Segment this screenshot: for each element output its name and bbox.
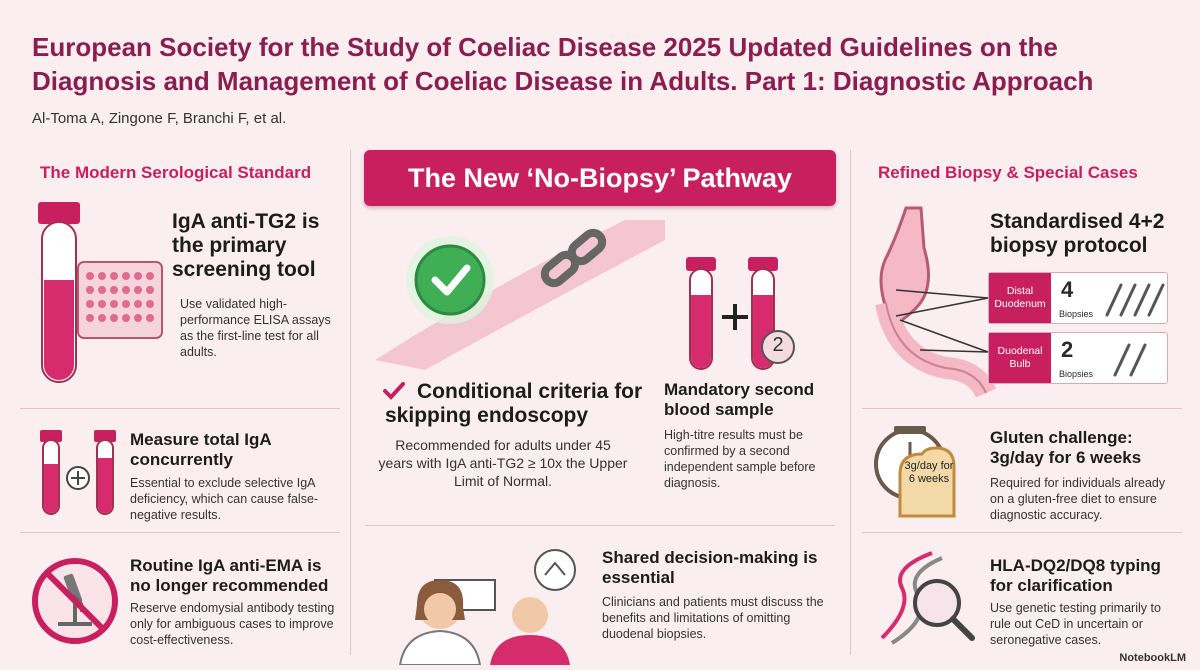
right-r2-title: Gluten challenge: 3g/day for 6 weeks	[990, 428, 1142, 467]
clock-bread-icon	[874, 426, 956, 518]
page-title: European Society for the Study of Coelia…	[32, 32, 1094, 96]
bread-label: 3g/day for 6 weeks	[904, 460, 954, 485]
doctor-patient-discussion-icon	[398, 549, 576, 665]
left-column-heading: The Modern Serological Standard	[40, 163, 312, 182]
biopsy-box-bulb: Duodenal Bulb 2 Biopsies	[988, 332, 1168, 384]
divider-right-2	[862, 532, 1182, 533]
left-s1-title: IgA anti-TG2 is the primary screening to…	[172, 210, 320, 281]
left-s3-title: Routine IgA anti-EMA is no longer recomm…	[130, 556, 329, 595]
biopsy-pointer-lines	[895, 289, 989, 353]
left-s2-body: Essential to exclude selective IgA defic…	[130, 476, 319, 522]
dna-magnifier-icon	[880, 551, 975, 645]
biopsy-needles-icon	[1105, 283, 1165, 317]
no-biopsy-banner: The New ‘No-Biopsy’ Pathway	[364, 150, 836, 206]
divider-left-2	[20, 532, 340, 533]
biopsy-site-distal: Distal Duodenum	[989, 273, 1051, 323]
divider-right-1	[862, 408, 1182, 409]
biopsy-count-bulb: 2	[1061, 337, 1074, 362]
no-microscope-icon	[32, 558, 118, 644]
divider-right	[850, 150, 851, 655]
checkmark-broken-chain-icon	[375, 220, 665, 370]
right-column-heading: Refined Biopsy & Special Cases	[878, 163, 1138, 182]
test-tube-elisa-plate-icon	[38, 202, 163, 383]
right-r1-title: Standardised 4+2 biopsy protocol	[990, 210, 1165, 257]
sample-number: 2	[772, 334, 784, 356]
center-c3-title: Shared decision-making is essential	[602, 548, 818, 587]
pink-check-icon	[383, 382, 405, 400]
left-s2-title: Measure total IgA concurrently	[130, 430, 272, 469]
biopsy-needles-icon	[1113, 343, 1147, 377]
biopsy-box-distal: Distal Duodenum 4 Biopsies	[988, 272, 1168, 324]
center-c2-body: High-titre results must be confirmed by …	[664, 428, 816, 490]
divider-center	[365, 525, 835, 526]
biopsy-unit-distal: Biopsies	[1059, 309, 1094, 319]
divider-left	[350, 150, 351, 655]
stomach-duodenum-icon	[875, 206, 996, 398]
center-c1-title: Conditional criteria for skipping endosc…	[385, 380, 643, 427]
biopsy-site-bulb: Duodenal Bulb	[989, 333, 1051, 383]
center-c3-body: Clinicians and patients must discuss the…	[602, 595, 824, 641]
test-tubes-plus-icon	[40, 430, 116, 515]
left-s1-body: Use validated high-performance ELISA ass…	[180, 297, 331, 359]
center-c2-title: Mandatory second blood sample	[664, 380, 815, 419]
left-s3-body: Reserve endomysial antibody testing only…	[130, 601, 335, 647]
notebooklm-brand: NotebookLM	[1119, 652, 1186, 664]
center-c1-body: Recommended for adults under 45 years wi…	[378, 437, 628, 489]
authors: Al-Toma A, Zingone F, Branchi F, et al.	[32, 110, 287, 127]
second-blood-sample-icon	[686, 257, 795, 370]
divider-left-1	[20, 408, 340, 409]
biopsy-count-distal: 4	[1061, 277, 1074, 302]
right-r2-body: Required for individuals already on a gl…	[990, 476, 1166, 522]
biopsy-unit-bulb: Biopsies	[1059, 369, 1094, 379]
right-r3-body: Use genetic testing primarily to rule ou…	[990, 601, 1161, 647]
right-r3-title: HLA-DQ2/DQ8 typing for clarification	[990, 556, 1161, 595]
